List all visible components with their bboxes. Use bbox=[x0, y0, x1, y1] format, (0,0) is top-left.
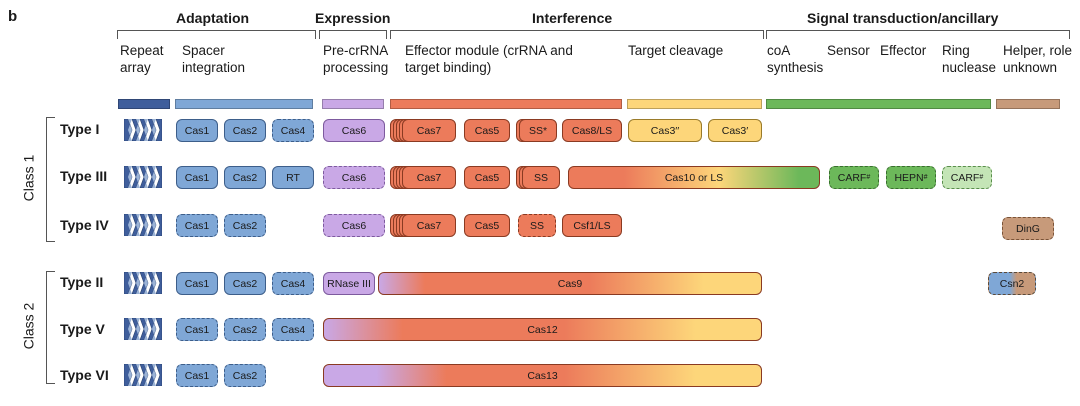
label-precrrna-processing: Pre-crRNA processing bbox=[323, 43, 389, 75]
label-ring-nuclease: Ring nuclease bbox=[942, 43, 997, 75]
label-class1: Class 1 bbox=[20, 154, 37, 202]
bar-helper bbox=[996, 99, 1060, 109]
gene-cas1: Cas1 bbox=[176, 272, 218, 295]
label-target-cleavage: Target cleavage bbox=[628, 43, 724, 58]
category-adaptation: Adaptation bbox=[176, 10, 250, 26]
bracket-expression bbox=[319, 30, 387, 39]
category-interference: Interference bbox=[532, 10, 613, 26]
hash-mark: # bbox=[979, 174, 984, 181]
gene-cas6: Cas6 bbox=[323, 119, 385, 142]
bar-expression bbox=[322, 99, 384, 109]
gene-hepn-label: HEPN bbox=[894, 171, 924, 184]
label-helper: Helper, role unknown bbox=[1003, 43, 1073, 75]
bar-signal bbox=[766, 99, 991, 109]
gene-hepn: HEPN# bbox=[886, 166, 936, 189]
gene-cas10-or-ls: Cas10 or LS bbox=[568, 166, 820, 189]
type-label-i: Type I bbox=[60, 121, 100, 137]
bar-target-cleavage bbox=[627, 99, 762, 109]
gene-cas7: Cas7 bbox=[402, 166, 456, 189]
hash-mark: # bbox=[923, 174, 928, 181]
gene-cas2: Cas2 bbox=[224, 272, 266, 295]
gene-cas5: Cas5 bbox=[464, 119, 510, 142]
type-label-vi: Type VI bbox=[60, 367, 109, 383]
gene-cas6: Cas6 bbox=[323, 166, 385, 189]
type-label-iii: Type III bbox=[60, 168, 108, 184]
gene-rt: RT bbox=[272, 166, 314, 189]
bracket-signal bbox=[766, 30, 1070, 39]
gene-ss: SS bbox=[518, 214, 556, 237]
gene-cas4: Cas4 bbox=[272, 318, 314, 341]
bar-effector-module bbox=[390, 99, 622, 109]
gene-cas5: Cas5 bbox=[464, 166, 510, 189]
repeat-array-icon bbox=[124, 318, 162, 340]
type-label-ii: Type II bbox=[60, 274, 104, 290]
repeat-array-icon bbox=[124, 166, 162, 188]
gene-ss: SS bbox=[522, 166, 560, 189]
label-sensor: Sensor bbox=[827, 43, 870, 58]
repeat-array-icon bbox=[124, 272, 162, 294]
gene-cas7: Cas7 bbox=[402, 214, 456, 237]
gene-carf-ring-nuclease: CARF# bbox=[942, 166, 992, 189]
repeat-array-icon bbox=[124, 364, 162, 386]
gene-cas4: Cas4 bbox=[272, 119, 314, 142]
gene-ding: DinG bbox=[1002, 217, 1054, 240]
gene-csf1-ls: Csf1/LS bbox=[562, 214, 622, 237]
gene-cas7-stack: Cas7 bbox=[390, 119, 458, 142]
bracket-adaptation bbox=[117, 30, 316, 39]
bar-adaptation bbox=[175, 99, 313, 109]
gene-cas2: Cas2 bbox=[224, 119, 266, 142]
label-coa-synthesis: coA synthesis bbox=[767, 43, 824, 75]
category-signal-transduction: Signal transduction/ancillary bbox=[807, 10, 999, 26]
gene-cas1: Cas1 bbox=[176, 318, 218, 341]
repeat-array-icon bbox=[124, 214, 162, 236]
gene-cas6: Cas6 bbox=[323, 214, 385, 237]
gene-cas1: Cas1 bbox=[176, 119, 218, 142]
gene-cas2: Cas2 bbox=[224, 166, 266, 189]
label-spacer-integration: Spacer integration bbox=[182, 43, 246, 75]
gene-cas3-prime: Cas3′ bbox=[708, 119, 762, 142]
gene-ss: SS* bbox=[519, 119, 557, 142]
gene-cas9: Cas9 bbox=[378, 272, 762, 295]
gene-rnase-iii: RNase III bbox=[323, 272, 375, 295]
label-effector: Effector bbox=[880, 43, 927, 58]
label-repeat-array: Repeat array bbox=[120, 43, 164, 75]
gene-cas2: Cas2 bbox=[224, 214, 266, 237]
label-effector-module: Effector module (crRNA and target bindin… bbox=[405, 43, 573, 75]
hash-mark: # bbox=[866, 174, 871, 181]
panel-label: b bbox=[8, 8, 18, 25]
gene-cas1: Cas1 bbox=[176, 214, 218, 237]
bracket-class2 bbox=[46, 271, 55, 384]
gene-carf-label: CARF bbox=[837, 171, 867, 184]
repeat-array-icon bbox=[124, 119, 162, 141]
gene-cas3-double-prime: Cas3′′ bbox=[628, 119, 702, 142]
gene-cas5: Cas5 bbox=[464, 214, 510, 237]
category-expression: Expression bbox=[315, 10, 391, 26]
gene-cas7-stack: Cas7 bbox=[390, 166, 458, 189]
type-label-v: Type V bbox=[60, 321, 105, 337]
gene-csn2: Csn2 bbox=[988, 272, 1036, 295]
gene-carf: CARF# bbox=[829, 166, 879, 189]
gene-cas1: Cas1 bbox=[176, 364, 218, 387]
bar-repeat-array bbox=[118, 99, 170, 109]
gene-cas7-stack: Cas7 bbox=[390, 214, 458, 237]
gene-cas2: Cas2 bbox=[224, 364, 266, 387]
type-label-iv: Type IV bbox=[60, 217, 109, 233]
gene-cas8-ls: Cas8/LS bbox=[562, 119, 622, 142]
gene-carf-label: CARF bbox=[950, 171, 980, 184]
gene-cas7: Cas7 bbox=[402, 119, 456, 142]
gene-cas4: Cas4 bbox=[272, 272, 314, 295]
bracket-class1 bbox=[46, 117, 55, 242]
label-class2: Class 2 bbox=[20, 302, 37, 350]
gene-cas1: Cas1 bbox=[176, 166, 218, 189]
gene-ss-stack: SS* bbox=[516, 119, 560, 142]
gene-cas13: Cas13 bbox=[323, 364, 762, 387]
gene-cas2: Cas2 bbox=[224, 318, 266, 341]
bracket-interference bbox=[390, 30, 764, 39]
gene-ss-stack: SS bbox=[516, 166, 560, 189]
gene-cas12: Cas12 bbox=[323, 318, 762, 341]
